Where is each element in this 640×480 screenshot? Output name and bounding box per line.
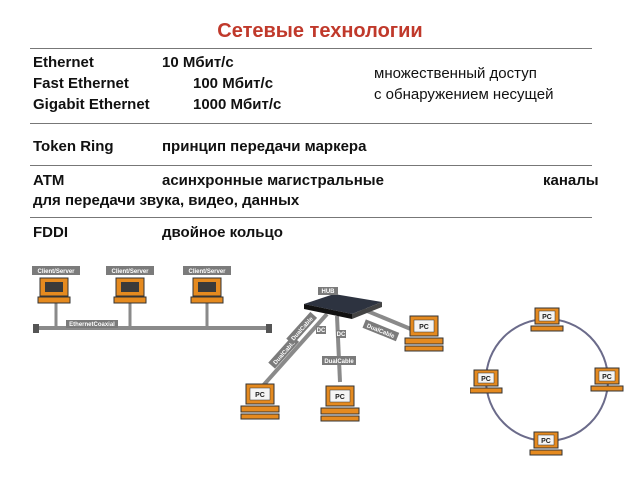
pc-icon: PC [590, 367, 624, 392]
hub-label: HUB [322, 289, 336, 295]
pc-label: PC [541, 438, 551, 445]
node-label: Client/Server [111, 269, 149, 275]
pc-label: PC [481, 376, 491, 383]
csma-note-line2: с обнаружением несущей [374, 86, 554, 103]
fddi-desc: двойное кольцо [162, 224, 283, 241]
pc-label: PC [602, 374, 612, 381]
cable-label-short: DC [337, 332, 346, 338]
page-title: Сетевые технологии [217, 20, 423, 42]
atm-name: ATM [33, 172, 65, 189]
pc-icon: Client/Server [183, 266, 231, 304]
pc-icon: PC [404, 315, 444, 352]
divider [30, 123, 592, 124]
pc-icon: PC [529, 431, 563, 456]
pc-label: PC [542, 314, 552, 321]
pc-label: PC [335, 394, 345, 401]
atm-desc: асинхронные магистральные [162, 172, 384, 189]
divider [30, 165, 592, 166]
ring-topology-diagram: PC PC PC PC [470, 307, 624, 456]
csma-note-line1: множественный доступ [374, 65, 537, 82]
pc-label: PC [255, 392, 265, 399]
pc-icon: PC [320, 385, 360, 422]
star-topology-diagram: HUB DualCable DualCable DualCable DualCa… [240, 287, 444, 422]
node-label: Client/Server [37, 269, 75, 275]
cable-label-short: DC [317, 328, 326, 334]
gigabit-ethernet-speed: 1000 Мбит/с [193, 96, 282, 113]
cable-label: DualCable [324, 359, 354, 365]
pc-icon: PC [530, 307, 564, 332]
pc-icon: Client/Server [106, 266, 154, 304]
fast-ethernet-speed: 100 Мбит/с [193, 75, 274, 92]
token-ring-desc: принцип передачи маркера [162, 138, 367, 155]
divider [30, 217, 592, 218]
pc-icon: Client/Server [32, 266, 80, 304]
hub-icon: HUB [304, 287, 382, 319]
atm-desc-end: каналы [543, 172, 599, 189]
divider [30, 48, 592, 49]
pc-label: PC [419, 324, 429, 331]
pc-icon: PC [470, 369, 503, 394]
bus-topology-diagram: Client/Server Client/Server Client/Serve… [32, 266, 272, 333]
cable-label: EthernetCoaxial [69, 322, 115, 328]
ethernet-name: Ethernet [33, 54, 94, 71]
fast-ethernet-name: Fast Ethernet [33, 75, 129, 92]
ethernet-speed: 10 Мбит/с [162, 54, 234, 71]
atm-desc-line2: для передачи звука, видео, данных [33, 192, 300, 209]
node-label: Client/Server [188, 269, 226, 275]
pc-icon: PC [240, 383, 280, 420]
gigabit-ethernet-name: Gigabit Ethernet [33, 96, 150, 113]
fddi-name: FDDI [33, 224, 68, 241]
token-ring-name: Token Ring [33, 138, 114, 155]
